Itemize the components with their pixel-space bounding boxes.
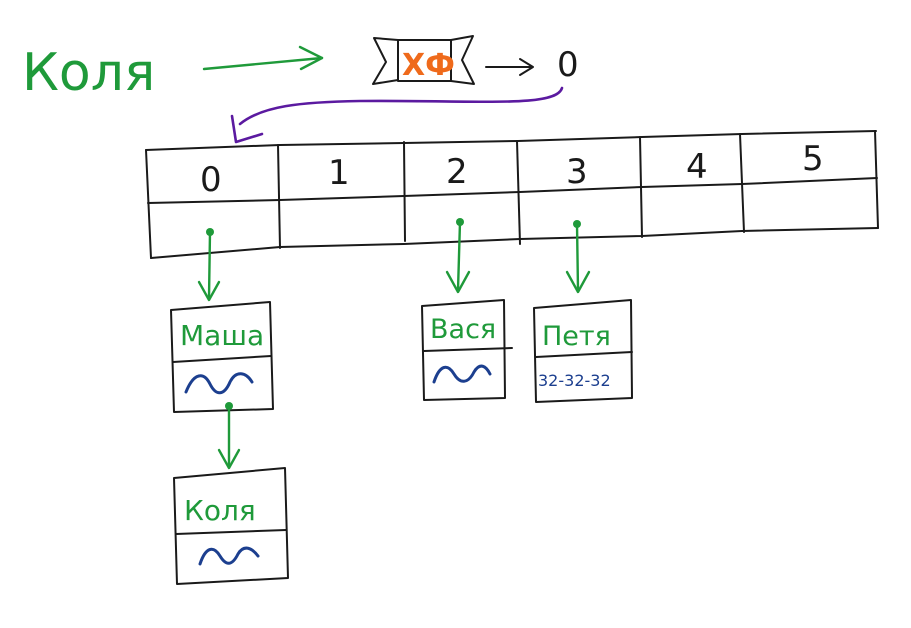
bucket-0-pointer xyxy=(197,228,221,302)
node-petya-value: 32-32-32 xyxy=(538,371,611,390)
node-vasya-value-scribble xyxy=(432,364,492,384)
node-masha-name: Маша xyxy=(180,319,264,352)
masha-to-kolya-pointer xyxy=(217,402,241,470)
index-label-3: 3 xyxy=(566,152,588,192)
key-label: Коля xyxy=(22,43,155,103)
bucket-3-pointer xyxy=(565,220,591,294)
hash-function-label: ХФ xyxy=(402,48,455,83)
hash-function-candy: ХФ xyxy=(372,35,475,85)
node-petya-name: Петя xyxy=(542,321,611,352)
node-masha: Маша xyxy=(170,301,274,413)
index-label-4: 4 xyxy=(686,147,708,187)
key-to-hash-arrow xyxy=(202,45,324,71)
index-label-2: 2 xyxy=(446,152,468,192)
index-label-1: 1 xyxy=(328,153,350,193)
node-kolya-value-scribble xyxy=(198,546,260,566)
hash-table-grid xyxy=(145,130,879,259)
index-label-0: 0 xyxy=(200,160,222,200)
hash-to-result-arrow xyxy=(485,58,534,76)
node-petya: Петя 32-32-32 xyxy=(533,299,633,403)
hash-result: 0 xyxy=(557,45,579,85)
node-kolya-name: Коля xyxy=(184,494,256,527)
index-label-5: 5 xyxy=(802,139,824,179)
bucket-2-pointer xyxy=(445,218,471,294)
node-masha-value-scribble xyxy=(184,372,254,395)
node-vasya: Вася xyxy=(421,299,513,401)
node-kolya: Коля xyxy=(173,467,289,585)
result-to-bucket-arrow xyxy=(230,86,564,144)
node-vasya-name: Вася xyxy=(430,314,496,345)
